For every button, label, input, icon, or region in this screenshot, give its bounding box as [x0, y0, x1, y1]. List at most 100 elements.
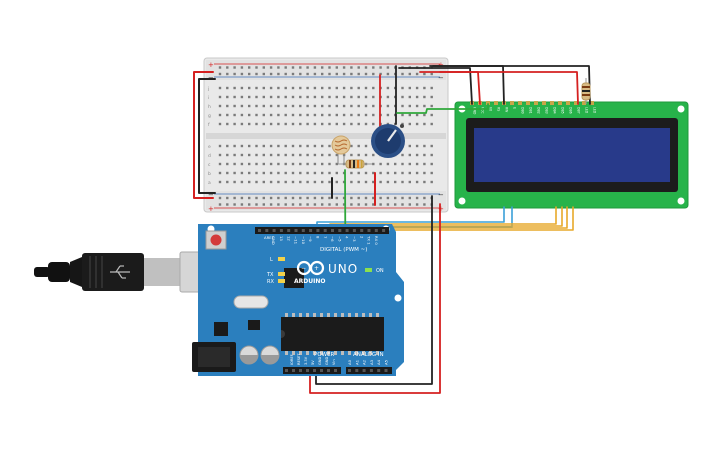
breadboard-hole[interactable] — [357, 104, 360, 108]
breadboard-hole[interactable] — [350, 113, 353, 117]
breadboard-hole[interactable] — [386, 104, 390, 108]
rail-hole[interactable] — [291, 72, 295, 76]
rail-hole[interactable] — [218, 72, 222, 76]
rail-hole[interactable] — [364, 203, 368, 206]
breadboard-hole[interactable] — [372, 180, 375, 184]
breadboard-hole[interactable] — [415, 86, 419, 90]
breadboard-hole[interactable] — [255, 104, 258, 108]
rail-hole[interactable] — [342, 196, 346, 200]
breadboard-hole[interactable] — [321, 113, 324, 117]
rail-hole[interactable] — [335, 203, 338, 206]
breadboard-hole[interactable] — [269, 122, 273, 126]
breadboard-hole[interactable] — [386, 171, 390, 175]
breadboard-hole[interactable] — [364, 86, 368, 90]
breadboard-hole[interactable] — [291, 95, 295, 99]
breadboard-hole[interactable] — [372, 104, 375, 108]
breadboard-hole[interactable] — [342, 113, 346, 117]
lcd-pin[interactable] — [486, 101, 490, 105]
rail-hole[interactable] — [218, 66, 222, 69]
rail-hole[interactable] — [284, 196, 287, 200]
breadboard-hole[interactable] — [255, 95, 258, 99]
rail-hole[interactable] — [386, 203, 390, 206]
breadboard-hole[interactable] — [321, 122, 324, 126]
rail-hole[interactable] — [277, 196, 280, 200]
breadboard-hole[interactable] — [299, 122, 302, 126]
breadboard-hole[interactable] — [284, 86, 287, 90]
breadboard-hole[interactable] — [364, 180, 368, 184]
rail-hole[interactable] — [357, 196, 360, 200]
breadboard-hole[interactable] — [408, 86, 411, 90]
breadboard-hole[interactable] — [357, 180, 360, 184]
breadboard-hole[interactable] — [226, 104, 229, 108]
breadboard-hole[interactable] — [342, 95, 346, 99]
lcd-pin[interactable] — [542, 101, 546, 105]
breadboard-hole[interactable] — [277, 153, 280, 157]
breadboard-hole[interactable] — [430, 113, 433, 117]
rail-hole[interactable] — [372, 196, 375, 200]
rail-hole[interactable] — [313, 203, 317, 206]
breadboard-hole[interactable] — [262, 144, 265, 148]
breadboard-hole[interactable] — [415, 144, 419, 148]
rail-hole[interactable] — [357, 203, 360, 206]
breadboard-hole[interactable] — [299, 171, 302, 175]
rail-hole[interactable] — [277, 203, 280, 206]
breadboard-hole[interactable] — [291, 153, 295, 157]
breadboard-hole[interactable] — [248, 86, 251, 90]
breadboard-hole[interactable] — [262, 86, 265, 90]
breadboard-hole[interactable] — [328, 95, 331, 99]
rail-hole[interactable] — [248, 66, 251, 69]
breadboard-hole[interactable] — [313, 144, 317, 148]
rail-hole[interactable] — [262, 203, 265, 206]
breadboard-hole[interactable] — [321, 153, 324, 157]
breadboard-hole[interactable] — [408, 162, 411, 166]
breadboard-hole[interactable] — [364, 113, 368, 117]
breadboard-hole[interactable] — [401, 180, 404, 184]
rail-hole[interactable] — [248, 203, 251, 206]
lcd-pin[interactable] — [590, 101, 594, 105]
breadboard-hole[interactable] — [430, 104, 433, 108]
breadboard-hole[interactable] — [394, 180, 397, 184]
breadboard-hole[interactable] — [248, 113, 251, 117]
rail-hole[interactable] — [226, 203, 229, 206]
breadboard-hole[interactable] — [401, 162, 404, 166]
breadboard-hole[interactable] — [284, 104, 287, 108]
rail-hole[interactable] — [299, 66, 302, 69]
breadboard-hole[interactable] — [372, 95, 375, 99]
breadboard-hole[interactable] — [313, 95, 317, 99]
breadboard-hole[interactable] — [313, 104, 317, 108]
breadboard-hole[interactable] — [372, 122, 375, 126]
wire-green-lcd-v0[interactable] — [396, 103, 489, 114]
breadboard-hole[interactable] — [233, 113, 236, 117]
breadboard-hole[interactable] — [248, 144, 251, 148]
breadboard-hole[interactable] — [423, 162, 426, 166]
rail-hole[interactable] — [248, 72, 251, 76]
rail-hole[interactable] — [408, 196, 411, 200]
breadboard-hole[interactable] — [386, 122, 390, 126]
breadboard-hole[interactable] — [218, 86, 222, 90]
breadboard-hole[interactable] — [248, 162, 251, 166]
rail-hole[interactable] — [357, 72, 360, 76]
breadboard-hole[interactable] — [321, 95, 324, 99]
rail-hole[interactable] — [321, 196, 324, 200]
breadboard-hole[interactable] — [299, 153, 302, 157]
breadboard-hole[interactable] — [364, 153, 368, 157]
breadboard-hole[interactable] — [218, 122, 222, 126]
lcd-pin[interactable] — [510, 101, 514, 105]
rail-hole[interactable] — [255, 66, 258, 69]
rail-hole[interactable] — [306, 66, 309, 69]
breadboard-hole[interactable] — [364, 95, 368, 99]
rail-hole[interactable] — [423, 196, 426, 200]
breadboard-hole[interactable] — [226, 162, 229, 166]
rail-hole[interactable] — [262, 196, 265, 200]
breadboard-hole[interactable] — [401, 153, 404, 157]
lcd-pin[interactable] — [566, 101, 570, 105]
breadboard-hole[interactable] — [321, 171, 324, 175]
rail-hole[interactable] — [218, 203, 222, 206]
rail-hole[interactable] — [350, 203, 353, 206]
breadboard-hole[interactable] — [408, 153, 411, 157]
breadboard-hole[interactable] — [415, 104, 419, 108]
breadboard-hole[interactable] — [342, 180, 346, 184]
breadboard-hole[interactable] — [328, 180, 331, 184]
